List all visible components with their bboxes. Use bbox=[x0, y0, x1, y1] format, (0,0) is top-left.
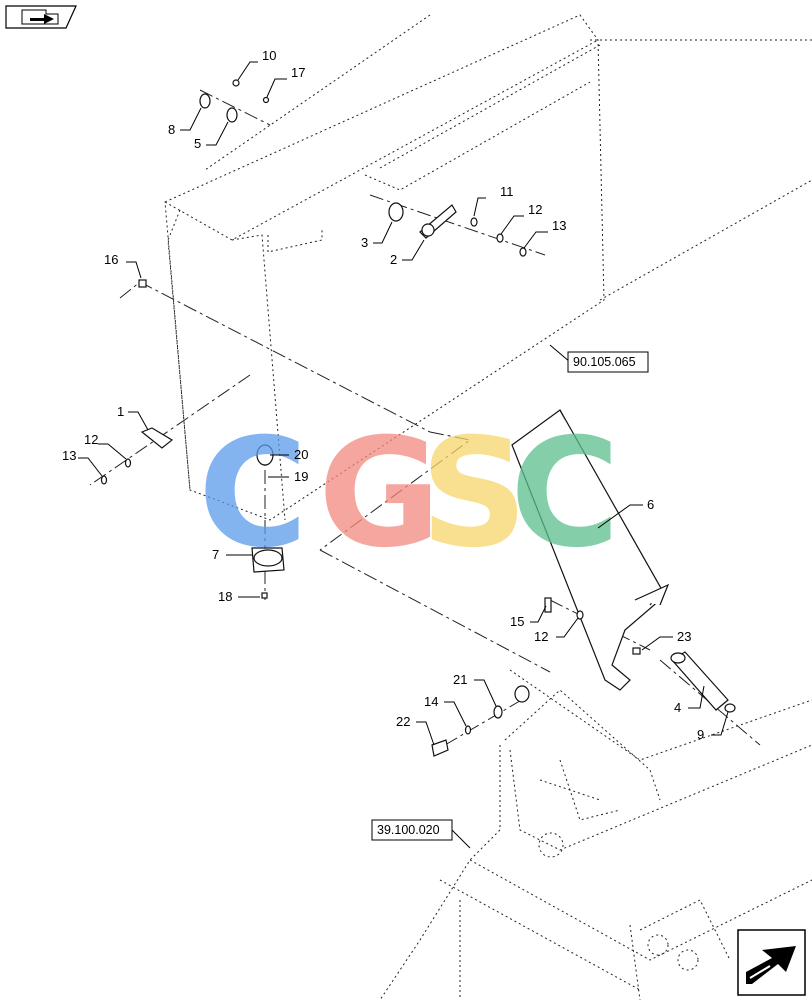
watermark-letter: G bbox=[318, 407, 441, 581]
watermark-letter: C bbox=[510, 407, 620, 581]
reference-label[interactable]: 39.100.020 bbox=[377, 823, 440, 837]
callout-7[interactable]: 7 bbox=[212, 547, 219, 562]
callout-19[interactable]: 19 bbox=[294, 469, 308, 484]
callout-10[interactable]: 10 bbox=[262, 48, 276, 63]
callouts: 10 17 8 5 11 12 13 3 2 16 1 12 13 20 19 … bbox=[62, 48, 704, 742]
reference-90-105-065[interactable]: 90.105.065 bbox=[567, 351, 649, 373]
callout-1[interactable]: 1 bbox=[117, 404, 124, 419]
callout-9[interactable]: 9 bbox=[697, 727, 704, 742]
callout-12[interactable]: 12 bbox=[528, 202, 542, 217]
callout-17[interactable]: 17 bbox=[291, 65, 305, 80]
housing-frame bbox=[164, 14, 812, 521]
reference-box[interactable] bbox=[567, 351, 649, 373]
page-forward-arrow-icon bbox=[746, 946, 796, 984]
callout-8[interactable]: 8 bbox=[168, 122, 175, 137]
reference-box[interactable] bbox=[371, 819, 453, 841]
base-frame bbox=[379, 669, 812, 1000]
watermark: C G S C bbox=[198, 407, 620, 581]
callout-18[interactable]: 18 bbox=[218, 589, 232, 604]
page-back-arrow-button[interactable] bbox=[5, 5, 77, 29]
callout-13[interactable]: 13 bbox=[62, 448, 76, 463]
callout-14[interactable]: 14 bbox=[424, 694, 438, 709]
callout-21[interactable]: 21 bbox=[453, 672, 467, 687]
callout-12[interactable]: 12 bbox=[534, 629, 548, 644]
callout-3[interactable]: 3 bbox=[361, 235, 368, 250]
parts bbox=[100, 79, 736, 757]
watermark-letter: C bbox=[198, 407, 308, 581]
callout-20[interactable]: 20 bbox=[294, 447, 308, 462]
watermark-letter: S bbox=[420, 407, 528, 581]
callout-2[interactable]: 2 bbox=[390, 252, 397, 267]
page-forward-arrow-button[interactable] bbox=[737, 929, 806, 996]
callout-23[interactable]: 23 bbox=[677, 629, 691, 644]
callout-6[interactable]: 6 bbox=[647, 497, 654, 512]
callout-13[interactable]: 13 bbox=[552, 218, 566, 233]
callout-16[interactable]: 16 bbox=[104, 252, 118, 267]
callout-leaders bbox=[78, 61, 729, 849]
callout-5[interactable]: 5 bbox=[194, 136, 201, 151]
callout-12[interactable]: 12 bbox=[84, 432, 98, 447]
callout-4[interactable]: 4 bbox=[674, 700, 681, 715]
reference-39-100-020[interactable]: 39.100.020 bbox=[371, 819, 453, 841]
callout-15[interactable]: 15 bbox=[510, 614, 524, 629]
reference-label[interactable]: 90.105.065 bbox=[573, 355, 636, 369]
callout-22[interactable]: 22 bbox=[396, 714, 410, 729]
page-back-arrow-icon bbox=[21, 9, 59, 25]
callout-11[interactable]: 11 bbox=[500, 184, 514, 199]
